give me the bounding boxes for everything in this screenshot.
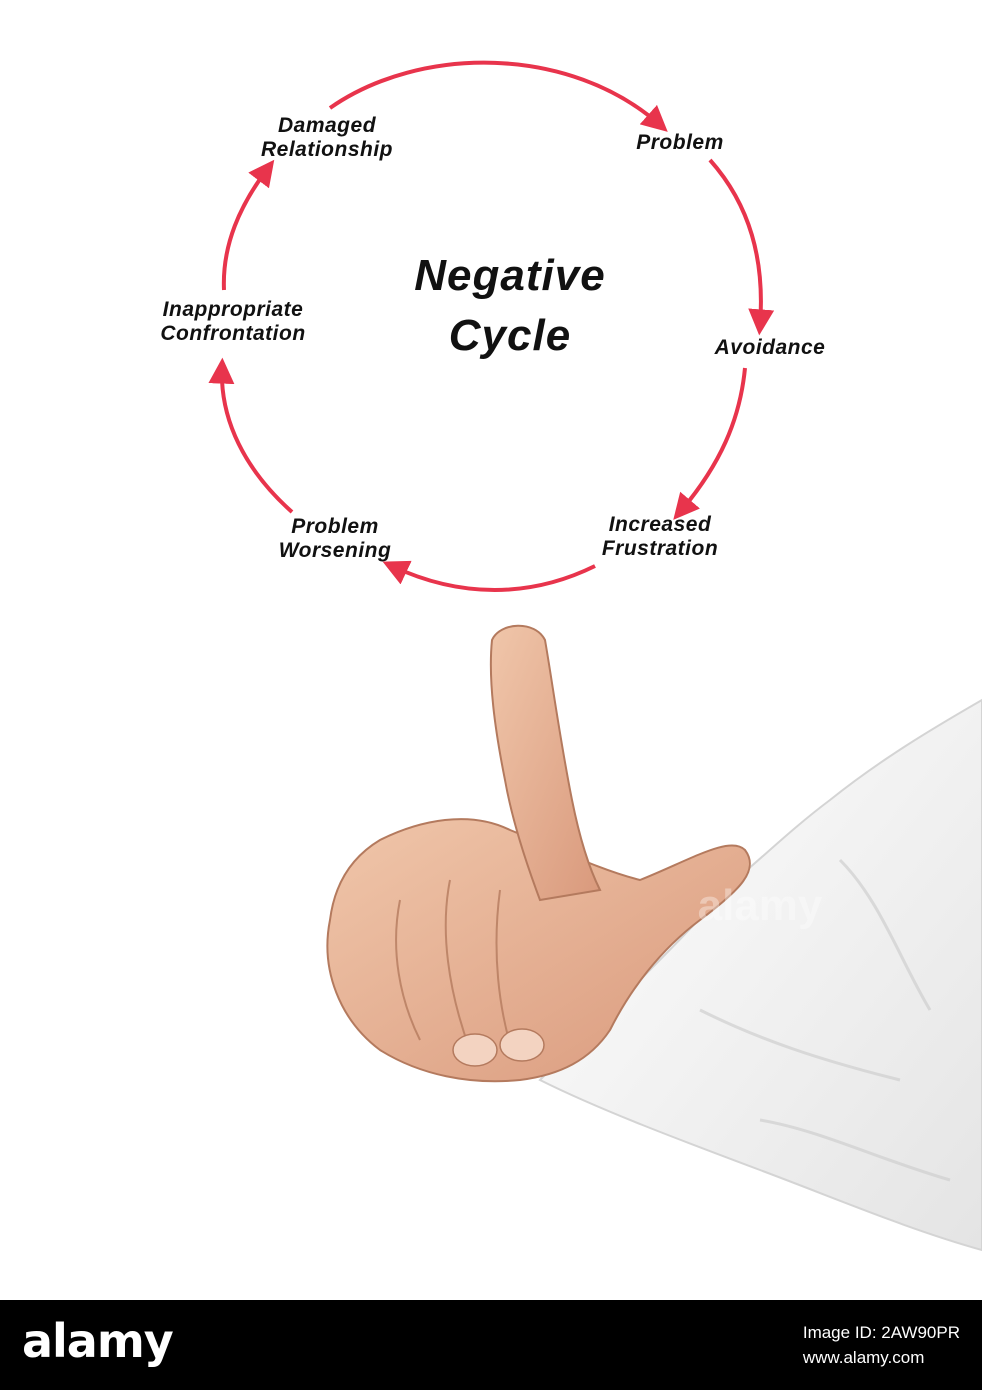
node-increased-frustration-line1: Increased [608,513,712,536]
node-damaged-relationship: Damaged Relationship [212,114,442,162]
index-finger [489,624,602,902]
arrow-damaged-to-problem [328,60,668,132]
watermark-text: alamy [698,881,823,930]
diagram-center-title: Negative Cycle [340,251,680,361]
alamy-logo: alamy [22,1314,174,1368]
footer-meta: Image ID: 2AW90PR www.alamy.com [803,1320,960,1370]
node-problem-worsening: Problem Worsening [235,515,435,563]
arrow-avoidance-to-frustration [673,367,747,520]
node-problem: Problem [600,131,760,155]
pointing-hand-photo [326,624,982,1252]
arrow-worsening-to-confrontation [208,357,294,514]
node-inappropriate-confrontation-line1: Inappropriate [162,298,304,321]
footer-image-id: Image ID: 2AW90PR [802,1323,960,1342]
arrow-confrontation-to-damaged [221,159,275,291]
arrow-problem-to-avoidance [708,158,775,336]
node-increased-frustration-line2: Frustration [601,537,719,561]
arrow-frustration-to-worsening [382,560,596,592]
node-avoidance-line1: Avoidance [714,336,826,359]
node-problem-line1: Problem [636,131,724,154]
node-problem-worsening-line1: Problem [291,515,379,538]
node-damaged-relationship-line1: Damaged [277,114,377,137]
node-problem-worsening-line2: Worsening [278,539,392,563]
node-avoidance: Avoidance [670,336,870,360]
node-damaged-relationship-line2: Relationship [260,138,393,162]
node-inappropriate-confrontation: Inappropriate Confrontation [108,298,358,346]
stock-footer-bar: alamy Image ID: 2AW90PR www.alamy.com [0,1300,982,1390]
node-inappropriate-confrontation-line2: Confrontation [160,322,306,346]
node-increased-frustration: Increased Frustration [555,513,765,561]
footer-site: www.alamy.com [802,1348,925,1367]
diagram-canvas: alamy [208,60,982,1252]
center-title-line2: Cycle [448,311,572,361]
cycle-arrows [208,60,775,592]
center-title-line1: Negative [414,251,606,300]
